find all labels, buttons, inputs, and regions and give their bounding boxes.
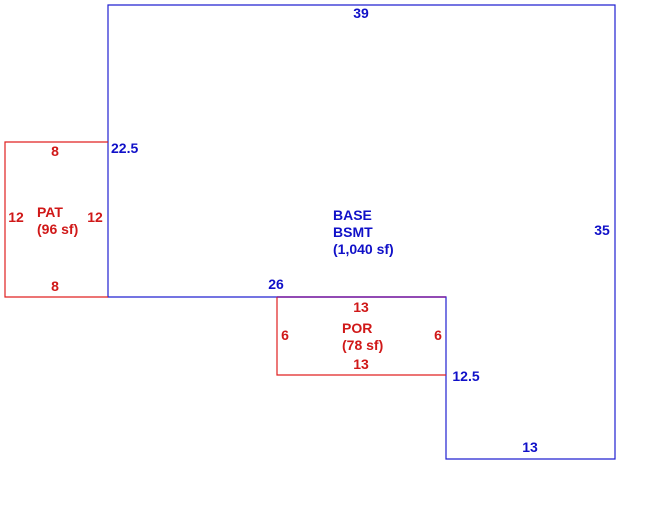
porch-dim-right: 6 bbox=[434, 327, 442, 343]
patio-dim-top: 8 bbox=[51, 143, 59, 159]
porch-area: (78 sf) bbox=[342, 337, 383, 353]
porch-dim-left: 6 bbox=[281, 327, 289, 343]
base-dim-bottom-right: 13 bbox=[522, 439, 538, 455]
patio-dim-right: 12 bbox=[87, 209, 103, 225]
patio-label: PAT bbox=[37, 204, 63, 220]
base-label-line1: BASE bbox=[333, 207, 372, 223]
porch-label: POR bbox=[342, 320, 372, 336]
base-area: (1,040 sf) bbox=[333, 241, 394, 257]
porch-outline bbox=[276, 297, 446, 376]
patio-outline bbox=[4, 141, 108, 298]
patio-dim-bottom: 8 bbox=[51, 278, 59, 294]
porch-dim-top: 13 bbox=[353, 299, 369, 315]
patio-dim-left: 12 bbox=[8, 209, 24, 225]
base-dim-top: 39 bbox=[353, 5, 369, 21]
base-dim-right: 35 bbox=[594, 222, 610, 238]
base-label-line2: BSMT bbox=[333, 224, 373, 240]
base-dim-right-inner: 12.5 bbox=[452, 368, 479, 384]
base-dim-left: 22.5 bbox=[111, 140, 138, 156]
patio-area: (96 sf) bbox=[37, 221, 78, 237]
porch-dim-bottom: 13 bbox=[353, 356, 369, 372]
base-dim-bottom-left: 26 bbox=[268, 276, 284, 292]
